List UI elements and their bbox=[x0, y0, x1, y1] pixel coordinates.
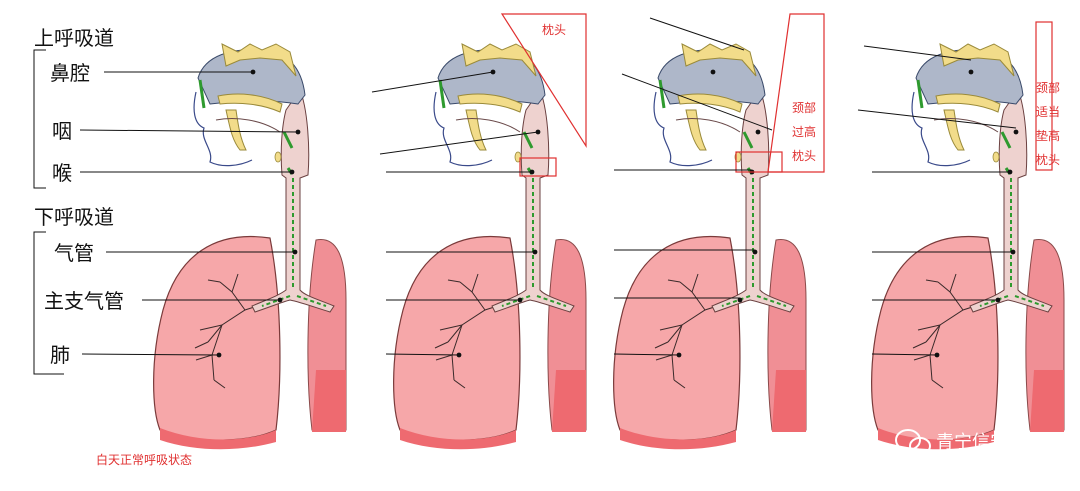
wechat-icon bbox=[895, 429, 921, 451]
neck-ok-line4: 枕头 bbox=[1036, 152, 1060, 167]
label-pharynx: 咽 bbox=[52, 119, 72, 143]
watermark: 青宁信安 bbox=[895, 429, 1008, 455]
neck-high-line1: 颈部 bbox=[792, 100, 816, 115]
support-pillow-outline bbox=[1035, 21, 1053, 171]
panel-pillow: 枕头 bbox=[371, 13, 588, 451]
larynx-highlight bbox=[519, 157, 557, 177]
label-lower-airway: 下呼吸道 bbox=[34, 205, 114, 229]
label-nasal-cavity: 鼻腔 bbox=[50, 61, 90, 85]
neck-ok-line3: 垫高 bbox=[1036, 128, 1060, 143]
label-larynx: 喉 bbox=[52, 161, 72, 185]
panel-normal-labeled: 上呼吸道 鼻腔 咽 喉 下呼吸道 气管 主支气管 肺 白天正常呼吸状态 bbox=[33, 26, 348, 467]
panel-neck-too-high: 颈部 过高 枕头 bbox=[612, 13, 825, 451]
lower-bracket bbox=[33, 231, 64, 375]
high-pillow-outline bbox=[767, 13, 825, 173]
upper-bracket bbox=[33, 49, 46, 189]
larynx-compressed-highlight bbox=[735, 151, 783, 173]
label-upper-airway: 上呼吸道 bbox=[34, 26, 114, 50]
neck-ok-line2: 适当 bbox=[1036, 105, 1060, 119]
label-lung: 肺 bbox=[50, 343, 70, 367]
neck-high-line3: 枕头 bbox=[792, 148, 816, 163]
panel-neck-supported: 颈部 适当 垫高 枕头 bbox=[857, 21, 1066, 451]
label-main-bronchus: 主支气管 bbox=[44, 289, 124, 313]
caption-daytime: 白天正常呼吸状态 bbox=[96, 452, 192, 467]
watermark-text: 青宁信安 bbox=[936, 432, 1008, 453]
pillow-outline bbox=[500, 13, 587, 149]
neck-high-line2: 过高 bbox=[792, 124, 816, 139]
neck-ok-line1: 颈部 bbox=[1036, 80, 1060, 95]
label-trachea: 气管 bbox=[54, 241, 94, 265]
pillow-label: 枕头 bbox=[542, 22, 566, 37]
